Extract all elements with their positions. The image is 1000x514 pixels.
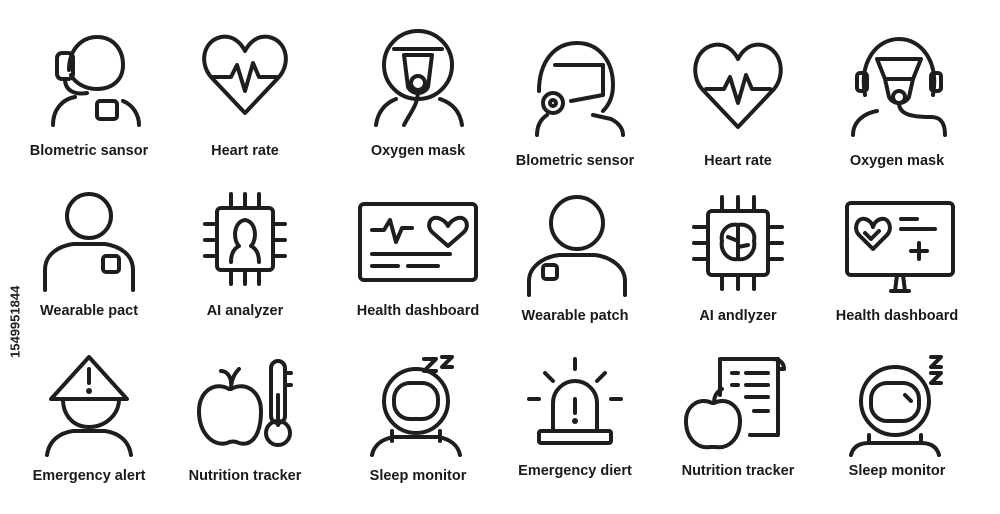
- icon-cell-emergency-alert: Emergency diert: [500, 355, 650, 505]
- emergency-alert-icon: [45, 355, 133, 457]
- icon-label: Emergency diert: [518, 463, 632, 479]
- icon-label: Oxygen mask: [849, 153, 945, 169]
- icon-cell-nutrition-tracker: Nutrition tracker: [663, 355, 813, 505]
- heart-rate-icon: [202, 34, 288, 115]
- biometric-sensor-icon: [51, 35, 141, 127]
- icon-cell-health-dashboard: Health dashboard: [822, 195, 972, 345]
- wearable-patch-icon: [43, 192, 135, 292]
- icon-cell-wearable-patch: Wearable pact: [14, 190, 164, 340]
- biometric-sensor-icon: [535, 41, 625, 137]
- icon-cell-sleep-monitor: Sleep monitor: [343, 355, 493, 505]
- icon-label: Wearable pact: [39, 303, 139, 319]
- icon-cell-wearable-patch: Wearable patch: [500, 195, 650, 345]
- icon-label: Emergency alert: [32, 468, 146, 484]
- heart-rate-icon: [693, 42, 783, 129]
- icon-label: Health dashboard: [835, 308, 959, 324]
- health-dashboard-icon: [845, 201, 955, 293]
- icon-cell-biometric-sensor: Blometric sansor: [14, 25, 164, 175]
- icon-label: Nutrition tracker: [188, 468, 302, 484]
- icon-label: Oxygen mask: [370, 143, 466, 159]
- ai-analyzer-icon: [692, 195, 784, 291]
- ai-analyzer-icon: [203, 192, 287, 286]
- icon-cell-heart-rate: Heart rate: [170, 25, 320, 175]
- icon-cell-ai-analyzer: AI analyzer: [170, 190, 320, 340]
- icon-cell-ai-analyzer: AI andlyzer: [663, 195, 813, 345]
- icon-label: Nutrition tracker: [681, 463, 795, 479]
- icon-cell-nutrition-tracker: Nutrition tracker: [170, 355, 320, 505]
- icon-label: Heart rate: [211, 143, 279, 159]
- sleep-monitor-icon: [849, 355, 943, 457]
- icon-label: Heart rate: [704, 153, 772, 169]
- icon-cell-emergency-alert: Emergency alert: [14, 355, 164, 505]
- emergency-alert-icon: [527, 357, 623, 445]
- icon-label: AI andlyzer: [699, 308, 777, 324]
- icon-cell-heart-rate: Heart rate: [663, 35, 813, 185]
- nutrition-tracker-icon: [684, 357, 786, 450]
- icon-cell-oxygen-mask: Oxygen mask: [343, 25, 493, 175]
- oxygen-mask-icon: [374, 29, 464, 127]
- wearable-patch-icon: [527, 195, 627, 297]
- health-dashboard-icon: [358, 202, 478, 282]
- sleep-monitor-icon: [370, 355, 462, 457]
- icon-label: Sleep monitor: [848, 463, 946, 479]
- icon-cell-sleep-monitor: Sleep monitor: [822, 355, 972, 505]
- icon-label: Wearable patch: [521, 308, 629, 324]
- icon-cell-biometric-sensor: Blometric sensor: [500, 35, 650, 185]
- icon-label: Blometric sensor: [515, 153, 635, 169]
- nutrition-tracker-icon: [197, 359, 293, 447]
- icon-label: Health dashboard: [356, 303, 480, 319]
- oxygen-mask-icon: [851, 37, 947, 137]
- icon-cell-health-dashboard: Health dashboard: [343, 190, 493, 340]
- icon-cell-oxygen-mask: Oxygen mask: [822, 35, 972, 185]
- icon-label: AI analyzer: [206, 303, 284, 319]
- icon-label: Sleep monitor: [369, 468, 467, 484]
- icon-label: Blometric sansor: [29, 143, 149, 159]
